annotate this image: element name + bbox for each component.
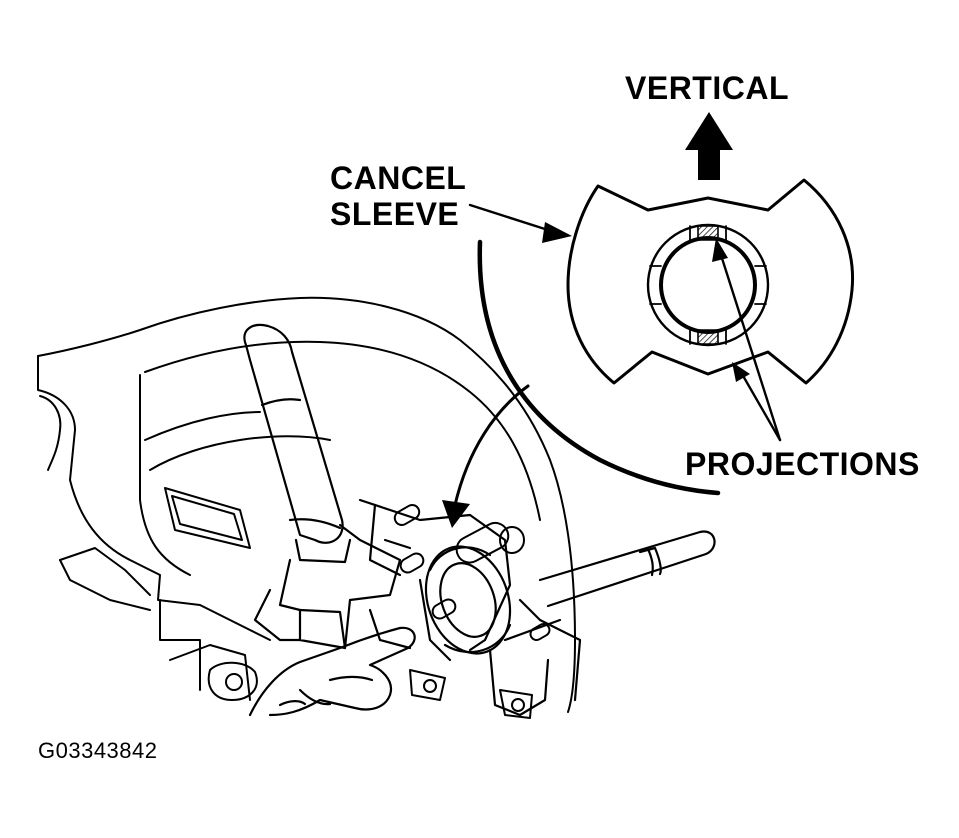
hand <box>248 626 416 717</box>
vertical-label: VERTICAL <box>625 70 789 106</box>
detail-arrow <box>442 384 530 528</box>
cancel-sleeve-leader <box>468 203 572 243</box>
projections-label: PROJECTIONS <box>685 446 920 482</box>
switch-pegs <box>393 504 551 641</box>
combination-switch-body <box>253 498 582 717</box>
dashboard-outline <box>37 296 576 713</box>
steering-wheel-arc <box>477 239 721 496</box>
figure-code: G03343842 <box>38 738 158 763</box>
cancel-sleeve-detail <box>566 178 855 385</box>
projections-leaders <box>712 238 782 442</box>
side-vent <box>164 487 251 549</box>
vertical-arrow <box>685 112 733 180</box>
cancel-sleeve-label-line2: SLEEVE <box>330 196 460 232</box>
cancel-sleeve-label-line1: CANCEL <box>330 160 467 196</box>
wiper-stalk <box>243 323 352 564</box>
mounting-tabs <box>207 661 533 719</box>
projection-marks <box>697 225 719 345</box>
column-cancel-sleeve <box>424 545 512 655</box>
turn-signal-stalk <box>538 530 716 608</box>
